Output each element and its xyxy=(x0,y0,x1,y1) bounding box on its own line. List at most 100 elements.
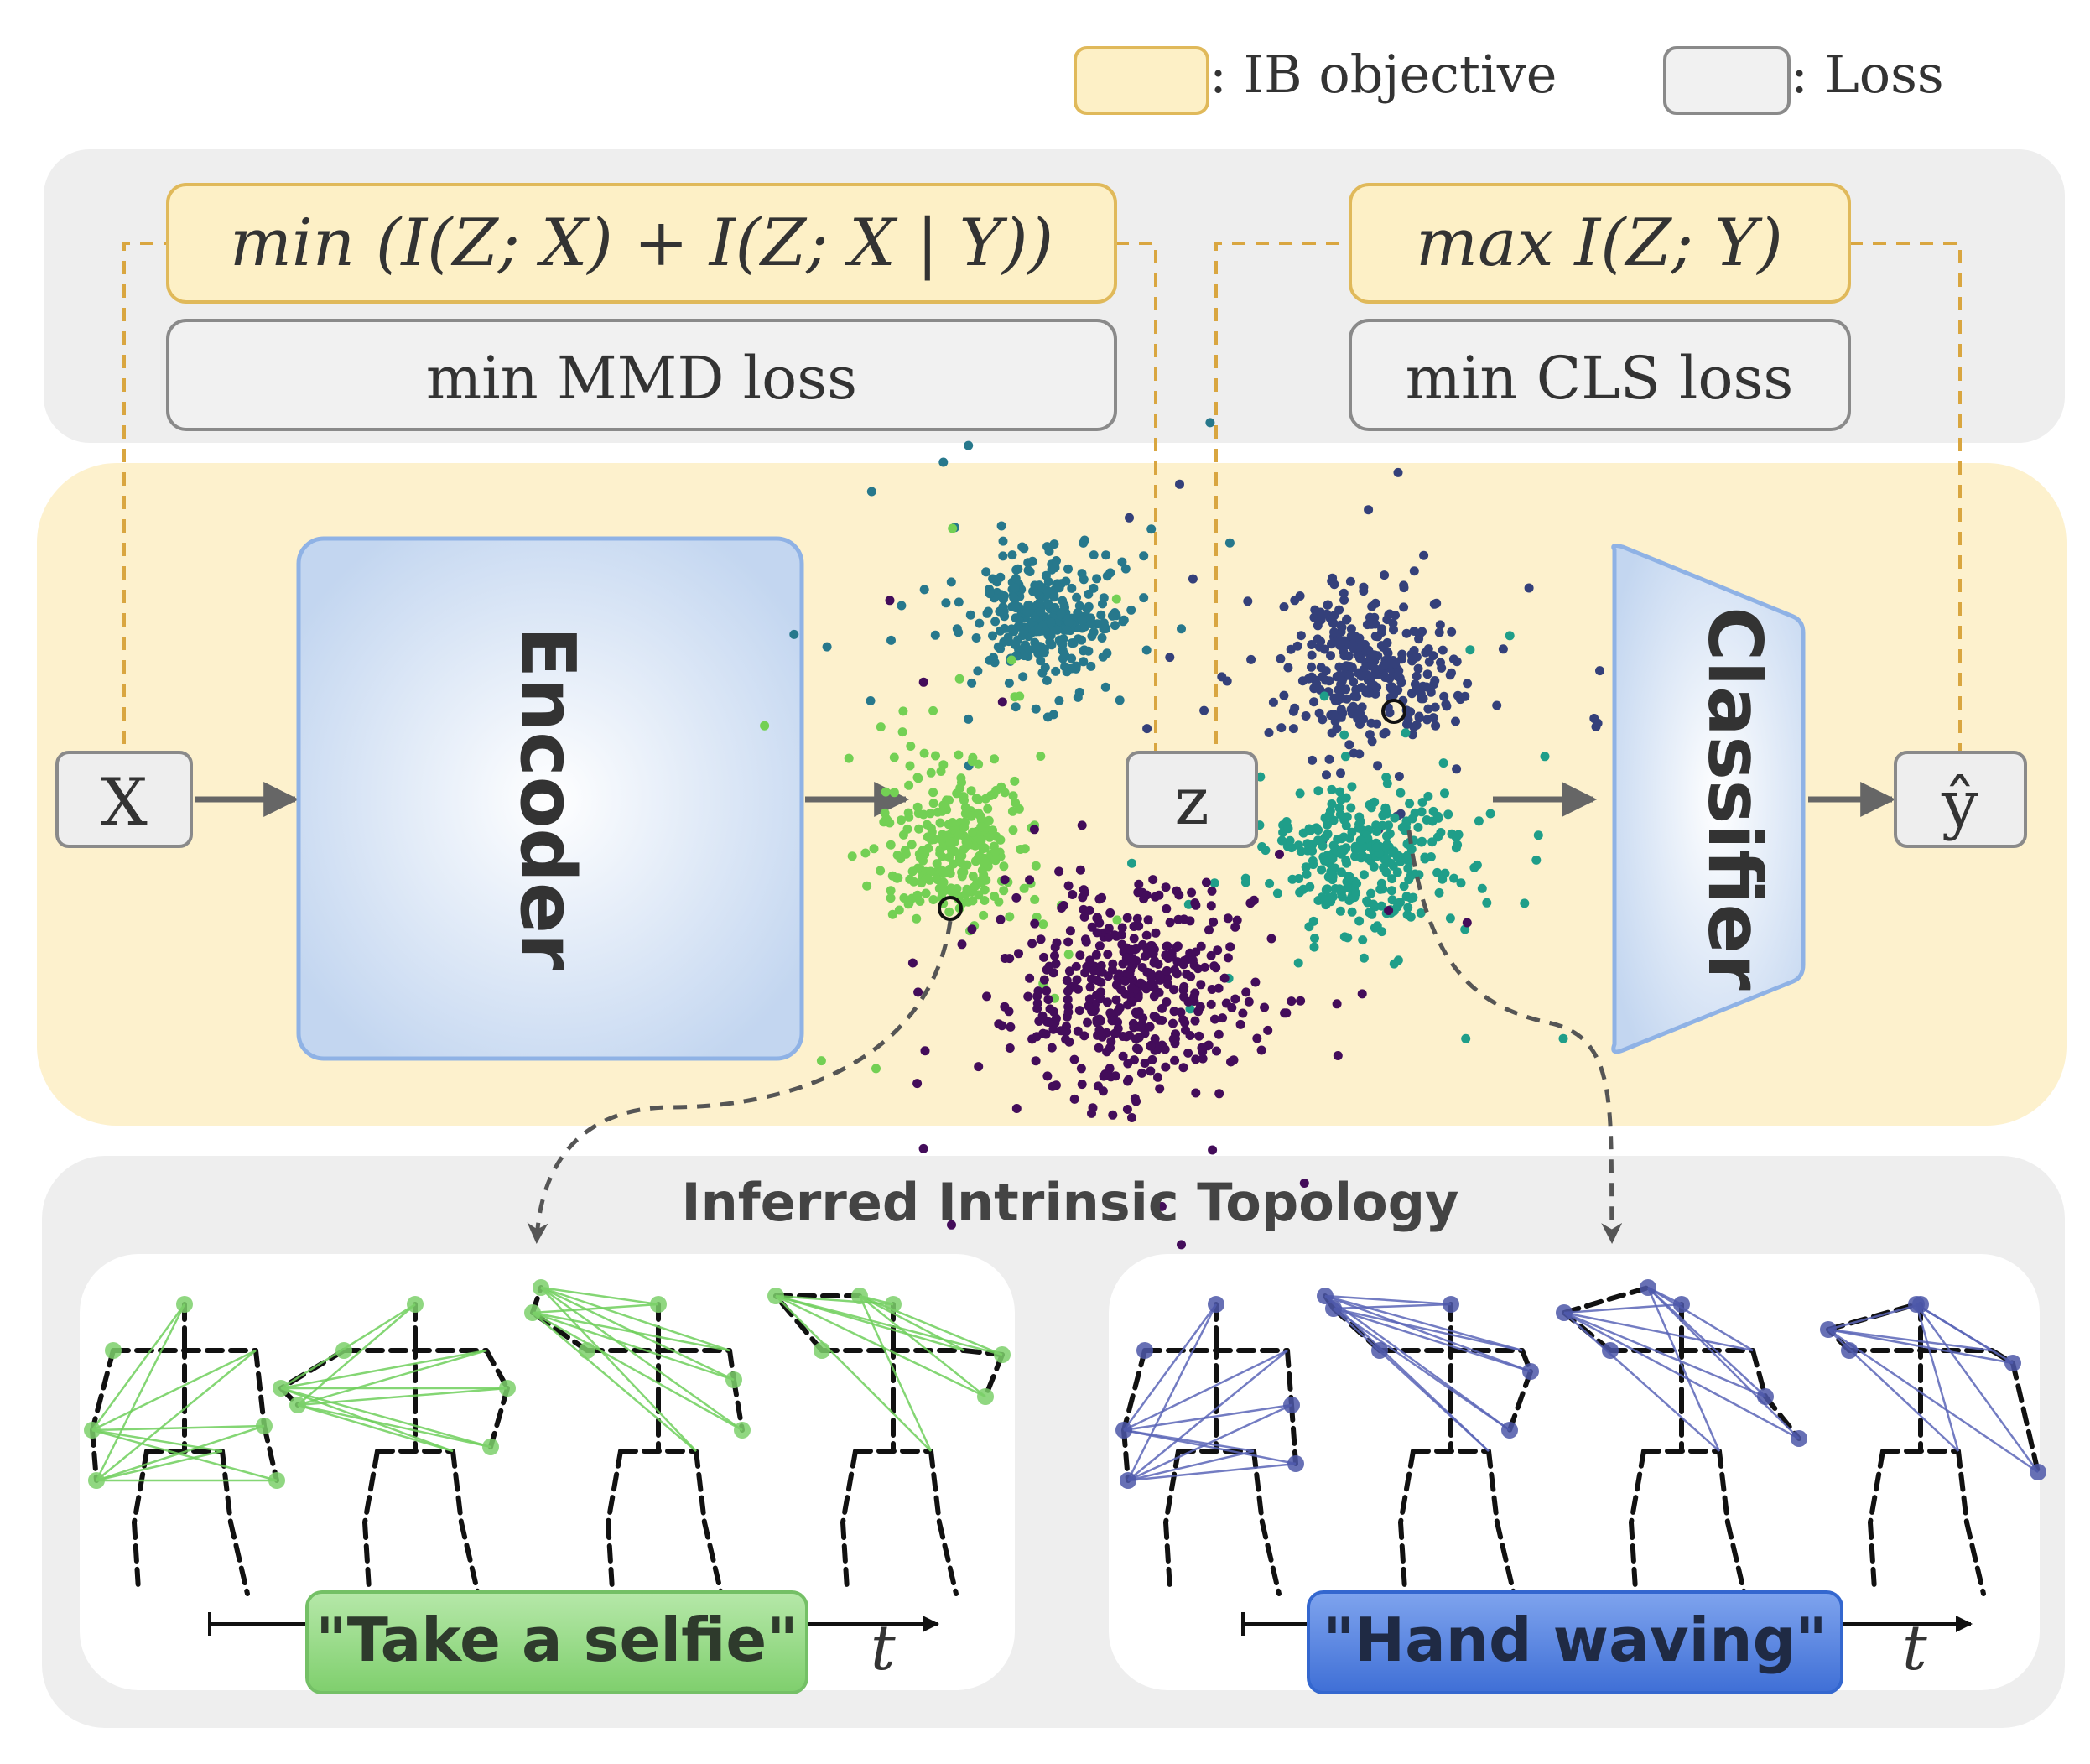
scatter-point xyxy=(1073,608,1083,618)
skeleton-bone xyxy=(1964,1520,1986,1596)
scatter-point xyxy=(1062,976,1072,986)
scatter-point xyxy=(1268,697,1278,707)
scatter-point xyxy=(1079,1031,1089,1041)
scatter-point xyxy=(1204,1040,1214,1050)
scatter-point xyxy=(894,905,904,915)
scatter-point xyxy=(1094,918,1105,928)
scatter-point xyxy=(866,487,876,497)
scatter-point xyxy=(1328,618,1338,628)
scatter-point xyxy=(1000,623,1010,633)
skeleton-joint xyxy=(2004,1355,2021,1371)
scatter-point xyxy=(1197,1043,1207,1053)
scatter-point xyxy=(913,987,923,997)
scatter-point xyxy=(1498,644,1508,654)
scatter-point xyxy=(966,811,976,821)
scatter-point xyxy=(1018,672,1028,682)
scatter-point xyxy=(1323,820,1332,830)
skeleton-bone xyxy=(1507,1369,1533,1433)
scatter-point xyxy=(948,523,958,533)
scatter-point xyxy=(1024,645,1034,655)
scatter-point xyxy=(1182,969,1192,979)
scatter-point xyxy=(1447,627,1457,637)
objective-right-text: max I(Z; Y) xyxy=(1416,206,1783,281)
scatter-point xyxy=(1188,574,1198,584)
skeleton-bone xyxy=(1285,1348,1294,1408)
scatter-point xyxy=(1371,842,1381,852)
skeleton-joint xyxy=(499,1380,516,1397)
scatter-point xyxy=(1146,1041,1156,1051)
scatter-point xyxy=(1351,888,1361,898)
scatter-point xyxy=(901,849,911,859)
skeleton-bone xyxy=(1260,1520,1282,1596)
skeleton-joint xyxy=(885,1296,902,1313)
topology-edge xyxy=(95,1303,186,1481)
scatter-point xyxy=(1381,807,1391,817)
scatter-point xyxy=(954,627,964,637)
topology-edge xyxy=(1827,1328,2039,1474)
scatter-point xyxy=(1370,632,1380,641)
scatter-point xyxy=(1174,890,1184,900)
skeleton-bone xyxy=(253,1348,267,1428)
scatter-point xyxy=(1409,722,1419,732)
scatter-point xyxy=(885,596,895,606)
scatter-point xyxy=(988,631,997,641)
scatter-point xyxy=(1063,937,1074,947)
topology-edge xyxy=(1915,1303,2040,1473)
scatter-point xyxy=(1120,976,1131,986)
scatter-point xyxy=(1223,953,1233,963)
scatter-point xyxy=(1094,941,1105,951)
scatter-point xyxy=(898,706,908,716)
scatter-point xyxy=(1276,723,1287,733)
scatter-point xyxy=(1064,1037,1074,1047)
scatter-point xyxy=(1069,1094,1079,1104)
scatter-point xyxy=(948,818,958,827)
scatter-point xyxy=(1075,950,1085,960)
scatter-point xyxy=(1421,648,1431,658)
scatter-point xyxy=(1347,827,1357,837)
scatter-point xyxy=(1063,564,1073,574)
topology-edge xyxy=(280,1387,454,1453)
scatter-point xyxy=(1265,878,1275,888)
scatter-point xyxy=(1110,621,1120,631)
scatter-point xyxy=(1052,938,1062,948)
objective-left-box xyxy=(166,183,1117,304)
scatter-point xyxy=(1077,1080,1087,1090)
scatter-point xyxy=(1010,583,1020,593)
scatter-point xyxy=(1345,872,1355,882)
scatter-point xyxy=(1376,901,1386,911)
scatter-point xyxy=(1118,1032,1128,1041)
scatter-point xyxy=(1414,630,1424,640)
scatter-point xyxy=(1113,1023,1123,1033)
scatter-point xyxy=(1023,991,1033,1002)
scatter-point xyxy=(1316,663,1326,673)
scatter-point xyxy=(1381,773,1391,783)
scatter-point xyxy=(1162,965,1172,976)
scatter-point xyxy=(1307,662,1316,672)
skeleton-bone xyxy=(1562,1285,1651,1315)
scatter-point xyxy=(1127,996,1137,1007)
scatter-point xyxy=(1178,1063,1188,1073)
scatter-point xyxy=(1143,949,1152,959)
scatter-point xyxy=(1049,592,1059,602)
scatter-point xyxy=(869,844,879,854)
scatter-point xyxy=(1036,656,1046,666)
scatter-point xyxy=(1031,1056,1041,1066)
scatter-point xyxy=(1409,566,1419,576)
scatter-point xyxy=(1081,937,1091,947)
scatter-point xyxy=(1101,550,1111,560)
scatter-point xyxy=(1053,625,1062,635)
skeleton-joint xyxy=(105,1342,122,1359)
skeleton-bone xyxy=(90,1428,99,1483)
scatter-point xyxy=(1207,886,1217,896)
scatter-point xyxy=(1130,1055,1139,1065)
topology-edge xyxy=(1127,1350,1288,1481)
scatter-point xyxy=(1115,695,1125,705)
scatter-point xyxy=(954,830,964,840)
scatter-point xyxy=(906,742,916,751)
scatter-point xyxy=(1245,898,1256,908)
scatter-point xyxy=(1403,863,1413,873)
scatter-point xyxy=(1445,670,1455,680)
scatter-point xyxy=(1084,601,1094,611)
scatter-point xyxy=(1051,666,1061,676)
skeleton-joint xyxy=(767,1288,784,1304)
